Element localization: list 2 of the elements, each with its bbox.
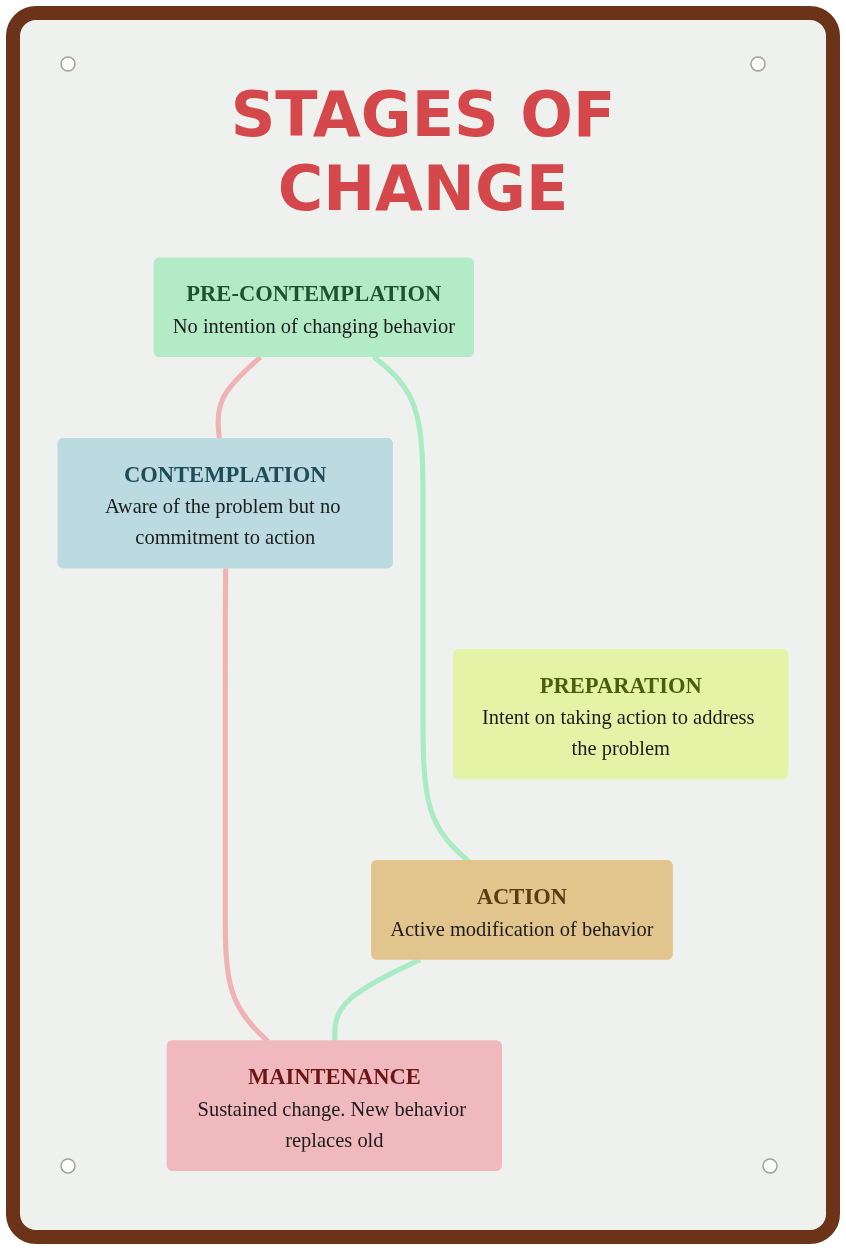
connector [215,355,263,440]
title: STAGES OF CHANGE [229,78,617,227]
